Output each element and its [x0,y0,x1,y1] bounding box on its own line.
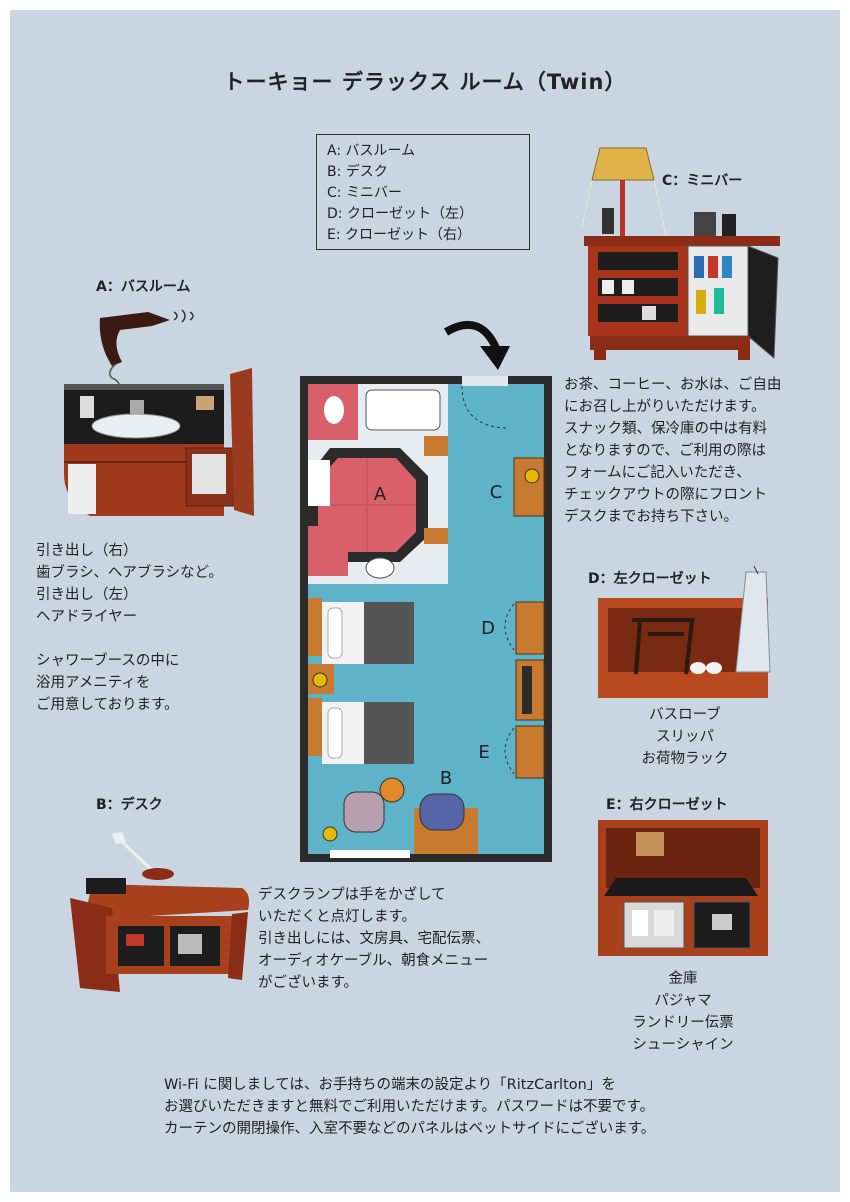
closet-left-description: バスローブ スリッパ お荷物ラック [641,707,729,767]
legend-box: A: バスルーム B: デスク C: ミニバー D: クローゼット（左） E: … [316,134,530,250]
floor-plan: A C D E B [300,376,552,862]
footer-line: お選びいただきますと無料でご利用いただけます。パスワードは不要です。 [164,1099,655,1115]
minibar-illustration [582,147,780,360]
legend-item: A: バスルーム [327,143,416,159]
plan-closet-left [515,601,545,655]
plan-closet-right [515,725,545,779]
plan-label-c: C [490,482,503,503]
plan-label-b: B [440,768,452,789]
desk-heading: B：デスク [96,797,163,813]
minibar-description: お茶、コーヒー、お水は、ご自由 にお召し上がりいただけます。 スナック類、保冷庫… [564,377,782,525]
bathroom-description: 引き出し（右） 歯ブラシ、ヘアブラシなど。 引き出し（左） ヘアドライヤー シャ… [36,543,223,713]
plan-label-a: A [374,484,387,505]
plan-desk-chair [419,793,465,831]
legend-item: B: デスク [327,164,388,180]
desk-illustration [70,832,250,992]
plan-label-e: E [478,742,489,763]
legend-item: C: ミニバー [327,185,402,201]
footer-line: カーテンの開閉操作、入室不要などのパネルはベットサイドにございます。 [164,1121,656,1137]
plan-minibar [513,457,545,517]
bathroom-illustration [64,309,254,516]
minibar-heading: C：ミニバー [662,173,743,189]
legend-item: D: クローゼット（左） [327,206,473,222]
entrance-arrow-icon [443,320,510,370]
closet-left-heading: D：左クローゼット [588,571,712,587]
plan-armchair [343,791,385,833]
desk-description: デスクランプは手をかざして いただくと点灯します。 引き出しには、文房具、宅配伝… [258,887,490,991]
legend-item: E: クローゼット（右） [327,227,472,243]
closet-right-description: 金庫 パジャマ ランドリー伝票 シューシャイン [632,971,734,1053]
plan-entrance [462,376,508,386]
bathroom-heading: A：バスルーム [96,279,191,295]
page-title: トーキョー デラックス ルーム（Twin） [223,70,627,94]
footer-notes: Wi-Fi に関しましては、お手持ちの端末の設定より「RitzCarlton」を… [164,1074,655,1140]
closet-left-illustration [598,565,771,698]
closet-right-heading: E：右クローゼット [606,797,728,813]
plan-label-d: D [481,618,495,639]
footer-line: Wi-Fi に関しましては、お手持ちの端末の設定より「RitzCarlton」を [164,1077,616,1093]
closet-right-illustration [598,820,768,956]
